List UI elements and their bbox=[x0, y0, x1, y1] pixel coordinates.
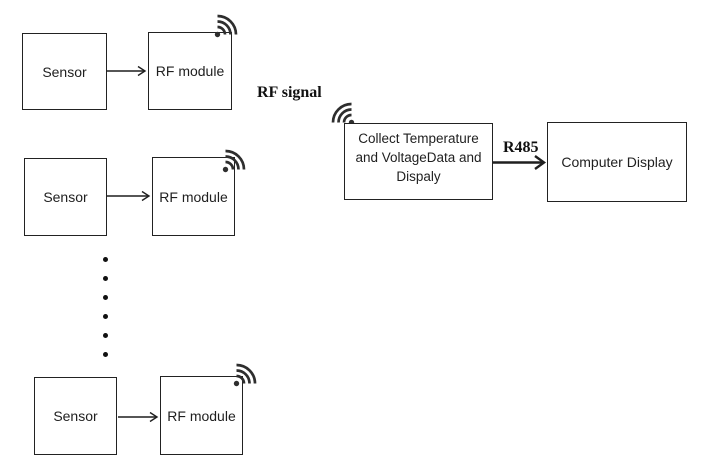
ellipsis-dot bbox=[103, 352, 108, 357]
flow-arrow-1 bbox=[106, 65, 147, 77]
rf-signal-label: RF signal bbox=[257, 84, 322, 101]
rf-module-box-2: RF module bbox=[152, 157, 235, 236]
wifi-signal-icon bbox=[220, 147, 248, 175]
ellipsis-dot bbox=[103, 333, 108, 338]
ellipsis-dots bbox=[103, 257, 108, 357]
flow-arrow-2 bbox=[107, 190, 151, 202]
rf-module-label-1: RF module bbox=[155, 63, 225, 79]
r485-arrow bbox=[493, 155, 547, 170]
ellipsis-dot bbox=[103, 295, 108, 300]
wifi-signal-icon bbox=[212, 12, 240, 40]
rf-module-label-3: RF module bbox=[167, 407, 236, 424]
ellipsis-dot bbox=[103, 257, 108, 262]
computer-display-label: Computer Display bbox=[561, 154, 673, 170]
ellipsis-dot bbox=[103, 276, 108, 281]
sensor-box-1: Sensor bbox=[22, 33, 107, 110]
rf-module-label-2: RF module bbox=[159, 188, 228, 205]
sensor-box-2: Sensor bbox=[24, 158, 107, 236]
rf-module-box-3: RF module bbox=[160, 376, 243, 455]
r485-label: R485 bbox=[503, 139, 539, 156]
collector-box: Collect Temperature and VoltageData and … bbox=[344, 123, 493, 200]
sensor-label-1: Sensor bbox=[42, 63, 87, 80]
ellipsis-dot bbox=[103, 314, 108, 319]
sensor-label-2: Sensor bbox=[43, 189, 88, 205]
computer-display-box: Computer Display bbox=[547, 122, 687, 202]
collector-label: Collect Temperature and VoltageData and … bbox=[355, 131, 482, 184]
wifi-signal-icon bbox=[231, 361, 259, 389]
sensor-box-3: Sensor bbox=[34, 377, 117, 455]
flow-arrow-3 bbox=[118, 411, 159, 423]
rf-module-box-1: RF module bbox=[148, 32, 232, 110]
sensor-label-3: Sensor bbox=[53, 408, 98, 424]
